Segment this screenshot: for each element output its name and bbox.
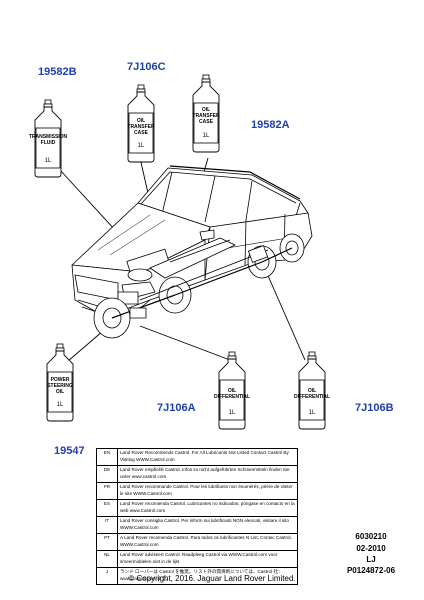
note-text: Land Rover recomienda Castrol. Lubricant… <box>117 499 298 517</box>
bottle-oil-transfer-case-a: OIL TRANSFER CASE 1L <box>192 74 220 153</box>
bottle-label-line1: POWER <box>51 377 70 383</box>
reference-region: LJ <box>366 555 376 564</box>
note-text: ランド ローバーは Castrol を推奨。リスト外の潤滑剤については、Cast… <box>117 567 298 585</box>
language-code: PT <box>96 533 118 551</box>
note-text: A Land Rover recomenda Castrol. Para tod… <box>117 533 298 551</box>
bottle-label-line2: DIFFERENTIAL <box>214 394 250 400</box>
bottle-label-line3: CASE <box>199 119 214 125</box>
note-text: Land Rover consiglia Castrol. Per inform… <box>117 516 298 534</box>
bottle-label-line2: FLUID <box>41 140 56 146</box>
note-text: Land Rover empfiehlt Castrol. Infos zu n… <box>117 465 298 483</box>
bottle-label-line1: OIL <box>308 388 316 394</box>
bottle-label-line3: CASE <box>134 130 149 136</box>
bottle-label-line1: OIL <box>137 118 145 124</box>
language-code: DE <box>96 465 118 483</box>
copyright-notice: © Copyright, 2016. Jaguar Land Rover Lim… <box>128 574 296 583</box>
reference-code: 6030210 <box>355 532 387 541</box>
part-number-7j106b: 7J106B <box>355 402 394 414</box>
part-number-7j106a: 7J106A <box>157 402 196 414</box>
language-code: ES <box>96 499 118 517</box>
bottle-transmission-fluid: TRANSMISSION FLUID 1L <box>29 99 68 178</box>
bottle-volume: 1L <box>309 410 316 416</box>
bottle-volume: 1L <box>57 402 64 408</box>
bottle-volume: 1L <box>45 158 52 164</box>
language-code: FR <box>96 482 118 500</box>
note-text: Land Rover recommande Castrol. Pour les … <box>117 482 298 500</box>
language-code: NL <box>96 550 118 568</box>
language-code: EN <box>96 448 118 466</box>
bottle-volume: 1L <box>138 143 145 149</box>
part-number-19582a: 19582A <box>251 119 290 131</box>
note-text: Land Rover Recommends Castrol. For All L… <box>117 448 298 466</box>
bottle-oil-transfer-case-c: OIL TRANSFER CASE 1L <box>127 84 155 163</box>
illustration-code: P0124872-06 <box>346 566 396 575</box>
bottle-label-line1: OIL <box>202 107 210 113</box>
bottle-power-steering-oil: POWER STEERING OIL 1L <box>46 343 74 422</box>
bottle-label-line1: OIL <box>228 388 236 394</box>
bottle-oil-differential-b: OIL DIFFERENTIAL 1L <box>294 351 330 430</box>
bottle-label-line1: TRANSMISSION <box>29 134 68 140</box>
note-text: Land Rover adviseert Castrol. Raadpleeg … <box>117 550 298 568</box>
bottle-label-line3: OIL <box>56 389 64 395</box>
bottle-label-line2: TRANSFER <box>127 124 155 130</box>
bottle-oil-differential-a: OIL DIFFERENTIAL 1L <box>214 351 250 430</box>
part-number-19547: 19547 <box>54 445 85 457</box>
part-number-19582b: 19582B <box>38 66 77 78</box>
language-code: IT <box>96 516 118 534</box>
bottle-volume: 1L <box>229 410 236 416</box>
bottle-label-line2: TRANSFER <box>192 113 220 119</box>
reference-date: 02-2010 <box>356 544 386 553</box>
part-number-7j106c: 7J106C <box>127 61 166 73</box>
bottle-label-line2: DIFFERENTIAL <box>294 394 330 400</box>
bottle-label-line2: STEERING <box>47 383 73 389</box>
bottle-volume: 1L <box>203 133 210 139</box>
vehicle-illustration <box>71 165 313 339</box>
lubricants-diagram: TRANSMISSION FLUID 1L OIL TRANSFER CASE … <box>29 74 330 430</box>
